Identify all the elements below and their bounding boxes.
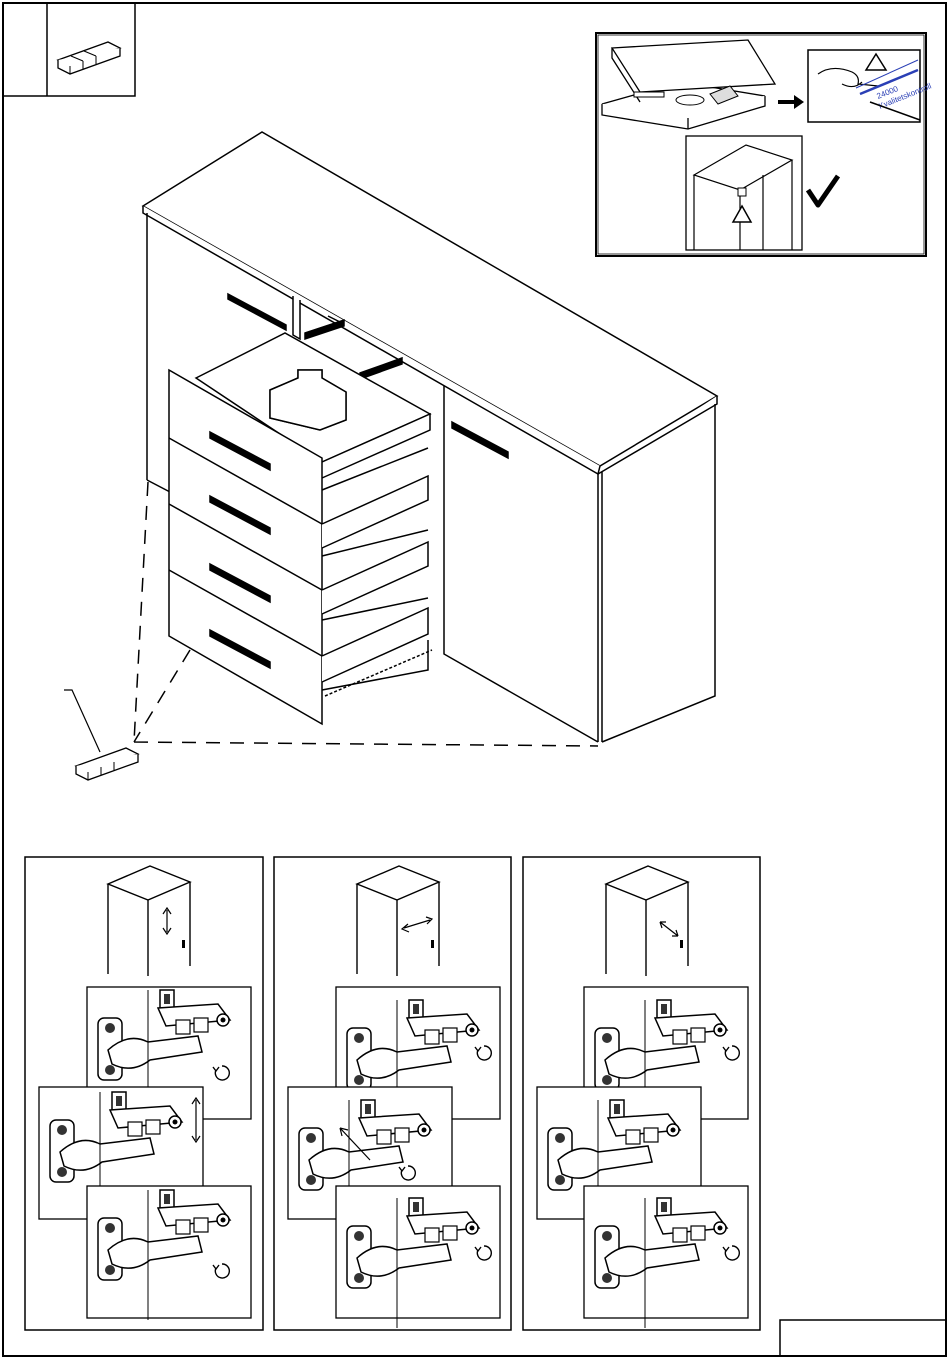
adjust-panel-vertical bbox=[25, 857, 263, 1330]
cabinet-icon bbox=[108, 866, 190, 976]
felt-pad-strip-icon bbox=[76, 748, 138, 780]
label-sticker-icon: 24000 Kvalitetskontroll bbox=[808, 50, 933, 122]
cabinet-icon bbox=[606, 866, 688, 976]
horizontal-arrow-icon bbox=[402, 917, 432, 932]
sideboard-drawing bbox=[143, 132, 717, 742]
adjust-panel-depth bbox=[523, 857, 760, 1330]
cabinet-interior-icon bbox=[686, 136, 802, 250]
adjust-panel-horizontal bbox=[274, 857, 511, 1330]
part-box bbox=[3, 3, 135, 96]
arrow-right-icon bbox=[778, 95, 804, 109]
felt-pad-strip-icon bbox=[58, 42, 120, 74]
notice-panel: 24000 Kvalitetskontroll bbox=[596, 33, 933, 256]
page-number-box bbox=[780, 1320, 946, 1356]
checkmark-icon bbox=[808, 176, 838, 205]
diagonal-arrow-icon bbox=[660, 922, 678, 936]
open-box-icon bbox=[602, 40, 775, 129]
vertical-arrow-icon bbox=[163, 908, 171, 934]
